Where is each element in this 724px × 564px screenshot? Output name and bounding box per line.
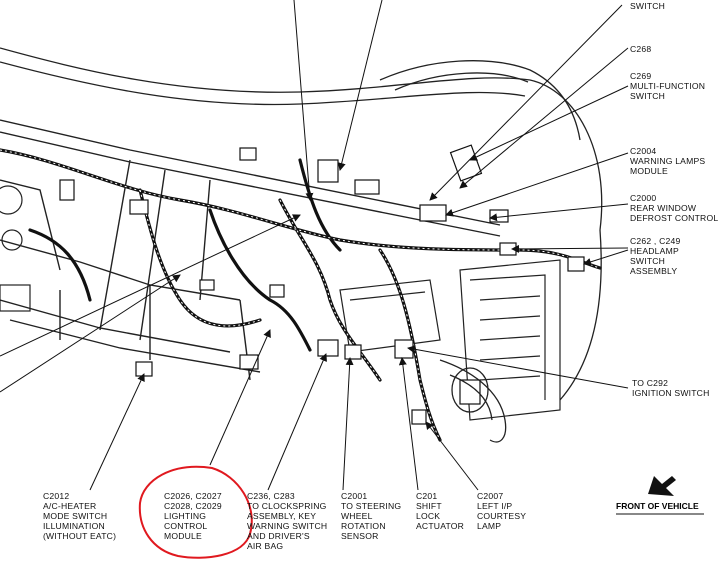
callout-line: TO C292 <box>632 378 669 388</box>
callout-top-switch: SWITCH <box>630 1 665 11</box>
callout-line: REAR WINDOW <box>630 203 697 213</box>
callout-line: SWITCH <box>630 256 666 266</box>
callout-line: IGNITION SWITCH <box>632 388 710 398</box>
callout-line: ROTATION <box>341 521 386 531</box>
callout-line: ACTUATOR <box>416 521 465 531</box>
callout-line: WARNING LAMPS <box>630 156 706 166</box>
callout-line: AIR BAG <box>247 541 284 551</box>
connectors <box>59 144 585 425</box>
callout-line: ASSEMBLY, KEY <box>247 511 317 521</box>
heater-case <box>339 259 561 421</box>
callout-c201: C201 SHIFT LOCK ACTUATOR <box>416 491 464 531</box>
callout-line: ILLUMINATION <box>43 521 105 531</box>
callout-line: MODULE <box>164 531 202 541</box>
dashboard-outline <box>0 47 603 401</box>
callout-line: TO STEERING <box>341 501 402 511</box>
front-of-vehicle-arrow-icon <box>648 476 676 496</box>
callout-c2012: C2012 A/C-HEATER MODE SWITCH ILLUMINATIO… <box>43 491 116 541</box>
leader-lines <box>0 0 629 491</box>
callout-line: HEADLAMP <box>630 246 679 256</box>
callout-line: DEFROST CONTROL <box>630 213 719 223</box>
callout-c2004: C2004 WARNING LAMPS MODULE <box>630 146 705 176</box>
callout-line: C268 <box>630 44 652 54</box>
callout-c236-c283: C236, C283 TO CLOCKSPRING ASSEMBLY, KEY … <box>247 491 327 551</box>
callout-line: LAMP <box>477 521 502 531</box>
callout-c269: C269 MULTI-FUNCTION SWITCH <box>630 71 705 101</box>
callout-line: COURTESY <box>477 511 527 521</box>
callout-line: WHEEL <box>341 511 373 521</box>
callout-c2026-lighting-control-module: C2026, C2027 C2028, C2029 LIGHTING CONTR… <box>164 491 222 541</box>
callout-line: MULTI-FUNCTION <box>630 81 706 91</box>
callout-line: SWITCH <box>630 91 666 101</box>
callout-line: CONTROL <box>164 521 208 531</box>
callout-line: C262 , C249 <box>630 236 681 246</box>
callout-line: LOCK <box>416 511 441 521</box>
front-of-vehicle-label: FRONT OF VEHICLE <box>616 501 699 511</box>
callout-line: WARNING SWITCH <box>247 521 328 531</box>
callout-line: C236, C283 <box>247 491 295 501</box>
callout-line: C2007 <box>477 491 504 501</box>
callout-c2000: C2000 REAR WINDOW DEFROST CONTROL <box>630 193 718 223</box>
wire-harness-detail <box>0 149 601 441</box>
callout-line: C269 <box>630 71 652 81</box>
callout-c292: TO C292 IGNITION SWITCH <box>632 378 709 398</box>
callout-line: ASSEMBLY <box>630 266 678 276</box>
callout-line: MODE SWITCH <box>43 511 108 521</box>
callout-line: (WITHOUT EATC) <box>43 531 117 541</box>
callout-line: LIGHTING <box>164 511 207 521</box>
callout-line: AND DRIVER'S <box>247 531 310 541</box>
callout-c268: C268 <box>630 44 651 54</box>
callout-line: C2026, C2027 <box>164 491 222 501</box>
callout-line: SWITCH <box>630 1 666 11</box>
callout-line: C2028, C2029 <box>164 501 222 511</box>
callout-line: C201 <box>416 491 438 501</box>
highlight-circle <box>138 465 253 559</box>
callout-line: A/C-HEATER <box>43 501 97 511</box>
callout-line: MODULE <box>630 166 668 176</box>
callout-line: SHIFT <box>416 501 442 511</box>
callout-line: SENSOR <box>341 531 379 541</box>
callout-line: C2001 <box>341 491 368 501</box>
callout-line: TO CLOCKSPRING <box>247 501 327 511</box>
callout-line: C2004 <box>630 146 657 156</box>
callout-c262-c249: C262 , C249 HEADLAMP SWITCH ASSEMBLY <box>630 236 680 276</box>
steering-column <box>439 359 507 443</box>
left-partial-component <box>0 185 31 312</box>
callout-line: C2000 <box>630 193 657 203</box>
callout-c2001: C2001 TO STEERING WHEEL ROTATION SENSOR <box>341 491 401 541</box>
callout-line: LEFT I/P <box>477 501 513 511</box>
panel-rails <box>0 119 501 381</box>
callout-line: C2012 <box>43 491 70 501</box>
callout-c2007: C2007 LEFT I/P COURTESY LAMP <box>477 491 526 531</box>
